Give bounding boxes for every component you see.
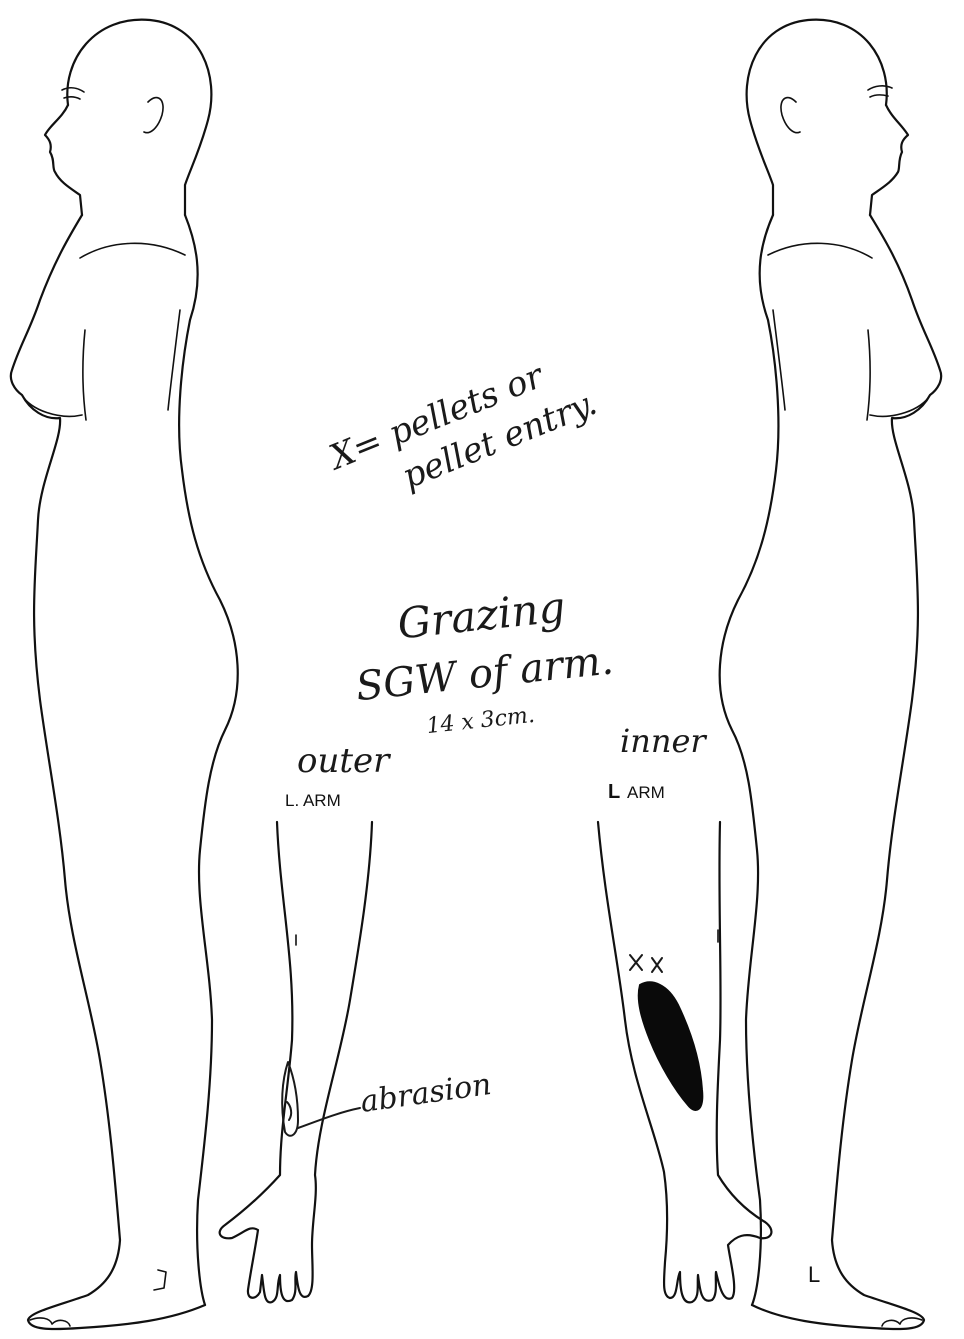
right-figure-toes <box>882 1318 922 1326</box>
right-figure-arm <box>773 310 870 420</box>
left-figure-head <box>67 20 211 215</box>
left-figure-eye <box>62 88 84 99</box>
left-arm-caption: outer <box>297 741 391 781</box>
right-figure-head <box>747 20 887 215</box>
right-figure-front <box>752 215 941 1329</box>
left-figure-back <box>179 215 238 1305</box>
left-arm-label: L. ARM <box>285 791 341 810</box>
abrasion-leader-line <box>298 1108 360 1128</box>
left-arm-outline <box>220 822 372 1302</box>
left-figure-breast <box>22 395 82 416</box>
left-figure-front <box>11 215 205 1329</box>
pellet-mark <box>652 958 662 972</box>
left-body-figure <box>11 20 238 1329</box>
left-figure-ear <box>144 98 163 133</box>
right-figure-ear <box>781 98 800 133</box>
wound-size: 14 x 3cm. <box>425 703 536 739</box>
right-arm-caption: inner <box>620 722 707 760</box>
right-arm-label-prefix: L <box>608 781 620 803</box>
left-figure-toes <box>30 1318 70 1326</box>
right-arm-diagram <box>598 822 771 1302</box>
left-figure-face <box>45 105 82 215</box>
graze-wound-shading <box>639 982 703 1110</box>
left-figure-shoulder <box>80 243 185 258</box>
right-figure-back <box>720 215 779 1305</box>
right-body-figure <box>720 20 942 1329</box>
right-figure-shoulder <box>768 243 872 258</box>
legend-note: X= pellets or pellet entry. <box>321 341 602 520</box>
right-arm-label: ARM <box>627 783 665 802</box>
right-foot-mark: L <box>808 1262 820 1287</box>
left-figure-ankle <box>154 1270 166 1290</box>
left-arm-diagram <box>220 822 372 1302</box>
wound-line-2: SGW of arm. <box>354 637 616 710</box>
wound-line-1: Grazing <box>395 582 567 648</box>
left-figure-arm <box>83 310 180 420</box>
abrasion-annotation: abrasion <box>358 1067 493 1120</box>
right-figure-eye <box>868 86 892 97</box>
right-figure-breast <box>870 395 930 416</box>
abrasion-mark <box>282 1062 298 1136</box>
right-figure-face <box>870 105 908 215</box>
wound-note: Grazing SGW of arm. 14 x 3cm. <box>347 578 619 746</box>
pellet-mark <box>630 955 642 970</box>
